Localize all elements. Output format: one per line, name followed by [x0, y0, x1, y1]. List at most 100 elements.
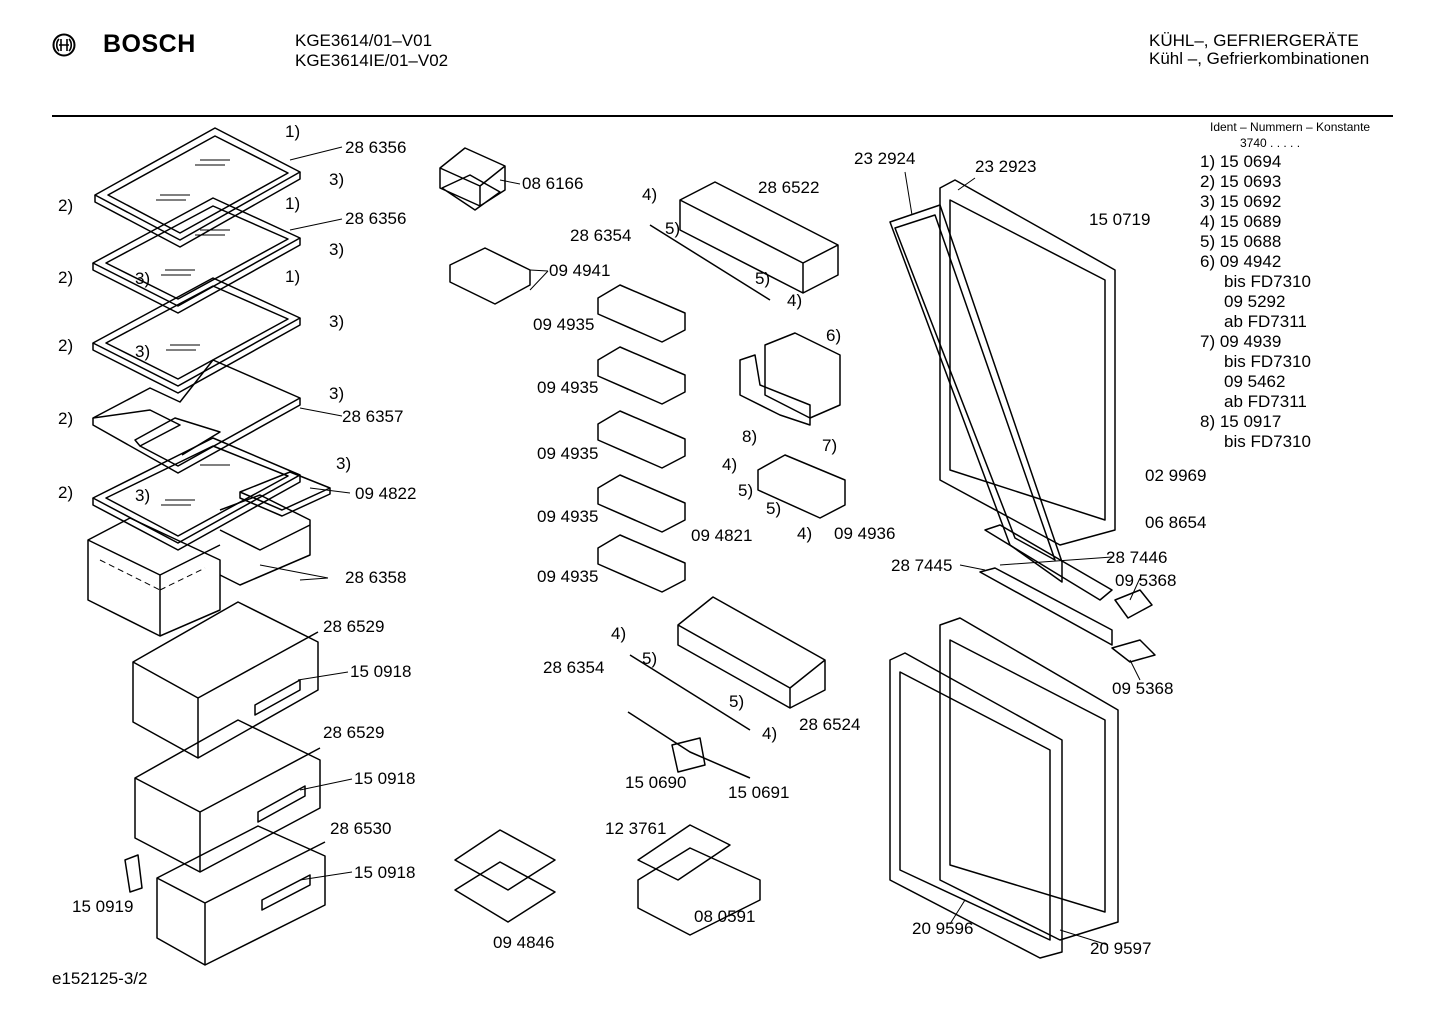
- glass-shelf-3: [92, 277, 301, 394]
- part-label: 02 9969: [1145, 466, 1207, 485]
- ident-item: 3) 15 0692: [1200, 192, 1282, 211]
- part-label: 08 0591: [694, 907, 756, 926]
- part-label: 6): [826, 326, 842, 345]
- part-label: 09 4935: [537, 507, 599, 526]
- ident-list: 1) 15 0694 2) 15 0693 3) 15 0692 4) 15 0…: [1200, 152, 1311, 452]
- part-label: 28 6524: [799, 715, 861, 734]
- part-label: 2): [58, 336, 74, 355]
- part-label: 15 0918: [354, 863, 416, 882]
- hinge-095368: [1114, 589, 1153, 619]
- brand-name: BOSCH: [103, 30, 196, 58]
- ident-item: 5) 15 0688: [1200, 232, 1282, 251]
- part-label: 15 0719: [1089, 210, 1151, 229]
- drawing-code: e152125-3/2: [52, 969, 148, 988]
- part-label: 28 6358: [345, 568, 407, 587]
- part-label: 23 2923: [975, 157, 1037, 176]
- switch: [671, 737, 706, 773]
- part-label: 3): [329, 312, 345, 331]
- glass-shelf-1: [94, 127, 301, 248]
- ident-item: ab FD7311: [1224, 392, 1307, 411]
- door-shelf-286522: [679, 181, 839, 294]
- ident-item: bis FD7310: [1224, 272, 1311, 291]
- part-label: 2): [58, 409, 74, 428]
- part-label: 3): [329, 384, 345, 403]
- part-label: 3): [329, 170, 345, 189]
- part-label: 28 7445: [891, 556, 953, 575]
- part-label: 4): [762, 724, 778, 743]
- bosch-logo-icon: [52, 33, 76, 57]
- part-label: 3): [329, 240, 345, 259]
- ident-item: 6) 09 4942: [1200, 252, 1282, 271]
- glass-shelf-2: [92, 197, 301, 314]
- clear-bin-left: [87, 517, 221, 637]
- model-line-1: KGE3614/01–V01: [295, 31, 433, 50]
- part-label: 09 4822: [355, 484, 417, 503]
- part-label: 28 6529: [323, 617, 385, 636]
- part-label: 2): [58, 268, 74, 287]
- glass-shelf-5: [92, 437, 301, 551]
- part-label: 09 4935: [533, 315, 595, 334]
- part-label: 5): [642, 649, 658, 668]
- part-label: 09 4821: [691, 526, 753, 545]
- rail-286354-bottom: [629, 654, 751, 731]
- part-label: 23 2924: [854, 149, 916, 168]
- part-label: 09 4935: [537, 378, 599, 397]
- door-shelf-286524: [677, 596, 826, 709]
- part-label: 5): [665, 219, 681, 238]
- part-label: 4): [787, 291, 803, 310]
- part-label: 09 5368: [1112, 679, 1174, 698]
- glass-shelf-4: [92, 359, 301, 474]
- clear-bin-right: [219, 494, 311, 586]
- part-label: 5): [738, 481, 754, 500]
- part-label: 15 0918: [354, 769, 416, 788]
- freezer-door: [939, 617, 1119, 941]
- hinge-287446: [984, 524, 1113, 601]
- part-label: 20 9597: [1090, 939, 1152, 958]
- part-label: 5): [755, 269, 771, 288]
- part-label: 15 0919: [72, 897, 134, 916]
- part-label: 28 7446: [1106, 548, 1168, 567]
- crisper-drawer-1: [132, 601, 319, 759]
- part-label: 28 6357: [342, 407, 404, 426]
- category-line-2: Kühl –, Gefrierkombinationen: [1149, 49, 1370, 68]
- cold-packs-094846: [454, 829, 556, 923]
- part-label: 3): [135, 486, 151, 505]
- part-label: 3): [135, 269, 151, 288]
- ident-item: 4) 15 0689: [1200, 212, 1282, 231]
- part-label: 09 4935: [537, 444, 599, 463]
- rail-286354-top: [649, 224, 771, 301]
- part-label: 09 5368: [1115, 571, 1177, 590]
- part-label: 15 0690: [625, 773, 687, 792]
- part-label: 09 4941: [549, 261, 611, 280]
- ident-constant: 3740 . . . . .: [1240, 136, 1301, 150]
- cable-150690: [627, 711, 751, 779]
- freezer-door-gasket: [889, 652, 1063, 959]
- part-label: 28 6356: [345, 138, 407, 157]
- part-label: 8): [742, 427, 758, 446]
- ice-tray-123761: [637, 824, 731, 881]
- part-label: 1): [285, 122, 301, 141]
- part-label: 06 8654: [1145, 513, 1207, 532]
- part-label: 28 6356: [345, 209, 407, 228]
- part-label: 28 6530: [330, 819, 392, 838]
- ident-item: 2) 15 0693: [1200, 172, 1282, 191]
- ident-item: 1) 15 0694: [1200, 152, 1282, 171]
- part-label: 20 9596: [912, 919, 974, 938]
- box-094936: [757, 454, 846, 519]
- model-line-2: KGE3614IE/01–V02: [295, 51, 449, 70]
- part-label: 15 0691: [728, 783, 790, 802]
- bracket-6: [764, 332, 841, 419]
- ident-item: 8) 15 0917: [1200, 412, 1282, 431]
- part-label: 1): [285, 194, 301, 213]
- ident-item: bis FD7310: [1224, 432, 1311, 451]
- part-label: 5): [729, 692, 745, 711]
- part-label: 28 6354: [543, 658, 605, 677]
- part-label: 12 3761: [605, 819, 667, 838]
- fridge-door-gasket: [889, 204, 1063, 583]
- door-shelves-small: [597, 284, 686, 593]
- bracket-7: [739, 354, 811, 426]
- part-label: 3): [336, 454, 352, 473]
- header-rule: [52, 115, 1393, 117]
- container-086166: [439, 147, 506, 211]
